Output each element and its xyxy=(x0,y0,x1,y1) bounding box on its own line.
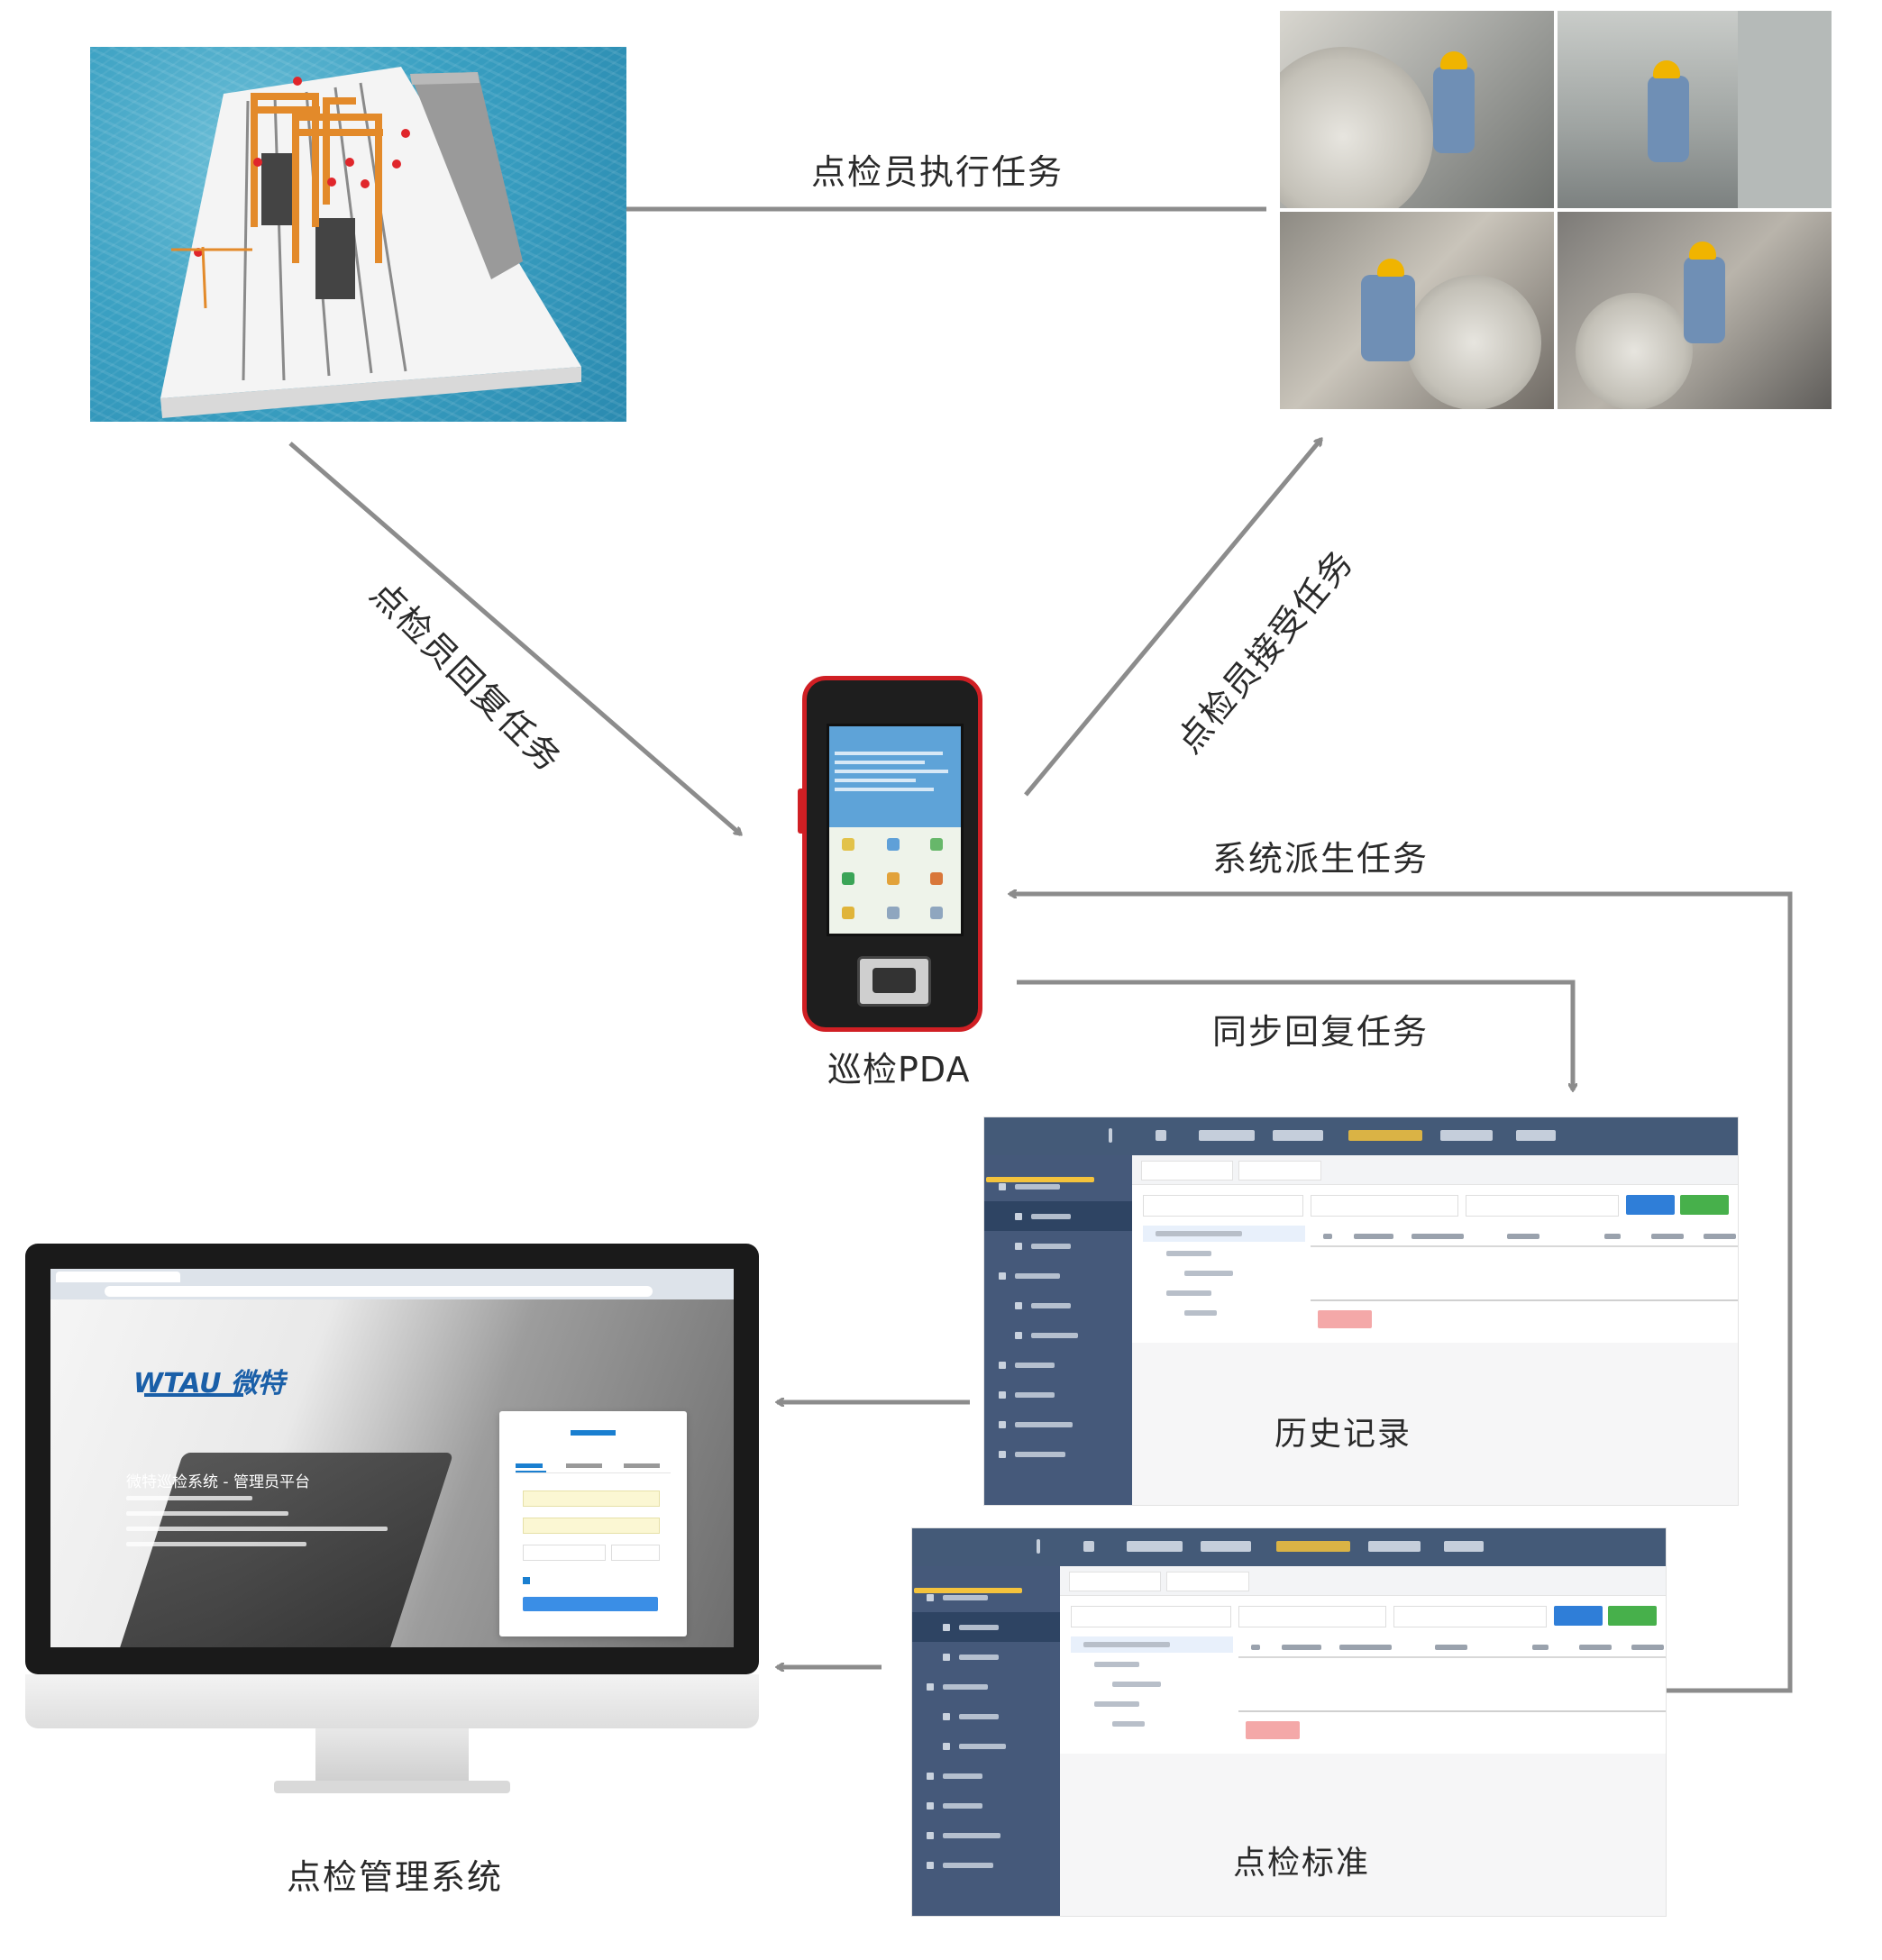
inspection-pda-device xyxy=(798,676,982,1032)
login-card xyxy=(499,1411,687,1636)
browser-tab xyxy=(56,1272,180,1282)
inspection-photo-2 xyxy=(1558,11,1832,208)
captcha-field[interactable] xyxy=(523,1545,606,1561)
label-mgmt-system: 点检管理系统 xyxy=(287,1857,504,1897)
port-3d-scene xyxy=(90,47,626,422)
login-button[interactable] xyxy=(523,1597,658,1611)
pda-fingerprint-scanner xyxy=(857,956,931,1007)
inspection-photo-3 xyxy=(1280,212,1554,409)
label-pda: 巡检PDA xyxy=(827,1050,971,1089)
platform-title: 微特巡检系统 - 管理员平台 xyxy=(126,1473,310,1491)
label-execute-task: 点检员执行任务 xyxy=(811,152,1064,192)
arrow-sync-reply xyxy=(1017,980,1573,1090)
pda-screen xyxy=(827,724,964,936)
history-caption: 历史记录 xyxy=(1274,1416,1412,1453)
port-model xyxy=(160,67,581,418)
browser-bar xyxy=(50,1269,734,1299)
arrow-derive-task xyxy=(1010,894,1793,1693)
inspection-photo-grid xyxy=(1280,11,1832,409)
label-sync-reply: 同步回复任务 xyxy=(1212,1012,1430,1052)
inspection-photo-1 xyxy=(1280,11,1554,208)
monitor-screen: WTAU 微特 微特巡检系统 - 管理员平台 xyxy=(50,1269,734,1647)
browser-url xyxy=(105,1286,653,1297)
management-system-monitor: WTAU 微特 微特巡检系统 - 管理员平台 xyxy=(25,1244,759,1793)
inspection-photo-4 xyxy=(1558,212,1832,409)
inspection-standard-panel: 点检标准 xyxy=(912,1528,1666,1916)
arrow-reply-task xyxy=(288,442,741,836)
label-derive-task: 系统派生任务 xyxy=(1212,839,1430,879)
username-field[interactable] xyxy=(523,1491,660,1507)
history-record-panel: 历史记录 xyxy=(984,1117,1738,1505)
password-field[interactable] xyxy=(523,1518,660,1534)
standard-caption: 点检标准 xyxy=(1233,1845,1371,1882)
arrow-accept-task xyxy=(1024,439,1323,797)
